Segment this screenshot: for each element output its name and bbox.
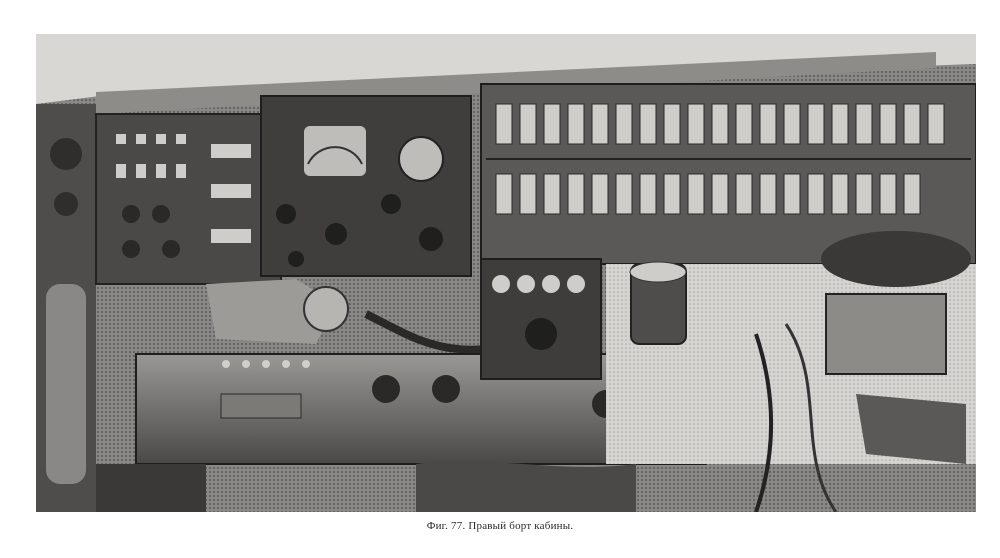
cockpit-photograph — [36, 34, 976, 512]
figure-caption: Фиг. 77. Правый борт кабины. — [426, 520, 574, 532]
cockpit-photo-illustration — [36, 34, 976, 512]
